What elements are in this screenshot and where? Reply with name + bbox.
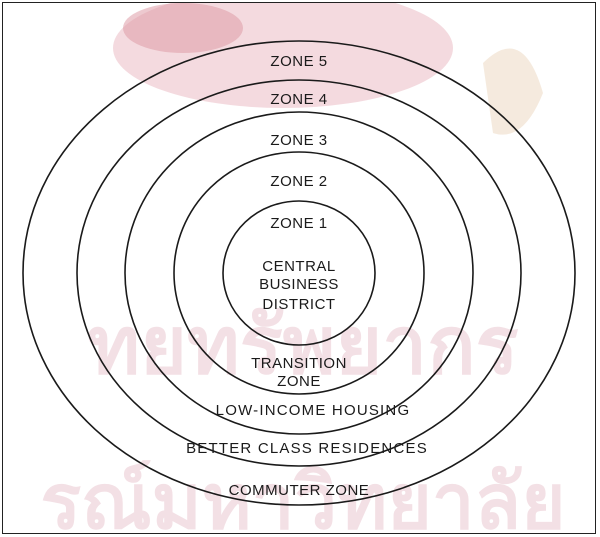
ring-zone-4	[76, 79, 522, 467]
concentric-zone-diagram: ทยทรัพยากร รณ์มหาวิทยาลัย ZONE 5 ZONE 4 …	[22, 3, 576, 534]
ring-zone-2	[173, 151, 425, 395]
watermark-emblem-icon	[483, 48, 543, 135]
cbd-label-line-1: CENTRAL	[262, 258, 336, 275]
zone-2-label: ZONE 2	[270, 173, 327, 190]
low-income-housing-label: LOW-INCOME HOUSING	[216, 402, 411, 419]
watermark-logo-icon	[113, 3, 453, 108]
ring-zone-3	[124, 111, 474, 435]
ring-zone-5	[22, 40, 576, 506]
watermark: ทยทรัพยากร รณ์มหาวิทยาลัย	[40, 3, 566, 534]
watermark-line-2: รณ์มหาวิทยาลัย	[40, 457, 565, 534]
watermark-logo-detail-icon	[123, 3, 243, 53]
zone-3-label: ZONE 3	[270, 132, 327, 149]
ring-zone-1	[222, 200, 376, 346]
zone-1-label: ZONE 1	[270, 215, 327, 232]
better-class-residences-label: BETTER CLASS RESIDENCES	[186, 440, 428, 457]
zone-4-label: ZONE 4	[270, 91, 327, 108]
commuter-zone-label: COMMUTER ZONE	[229, 482, 370, 499]
zone-5-label: ZONE 5	[270, 53, 327, 70]
transition-label-line-2: ZONE	[277, 373, 321, 390]
transition-label-line-1: TRANSITION	[251, 355, 347, 372]
cbd-label-line-2: BUSINESS	[259, 276, 339, 293]
cbd-label-line-3: DISTRICT	[262, 296, 335, 313]
